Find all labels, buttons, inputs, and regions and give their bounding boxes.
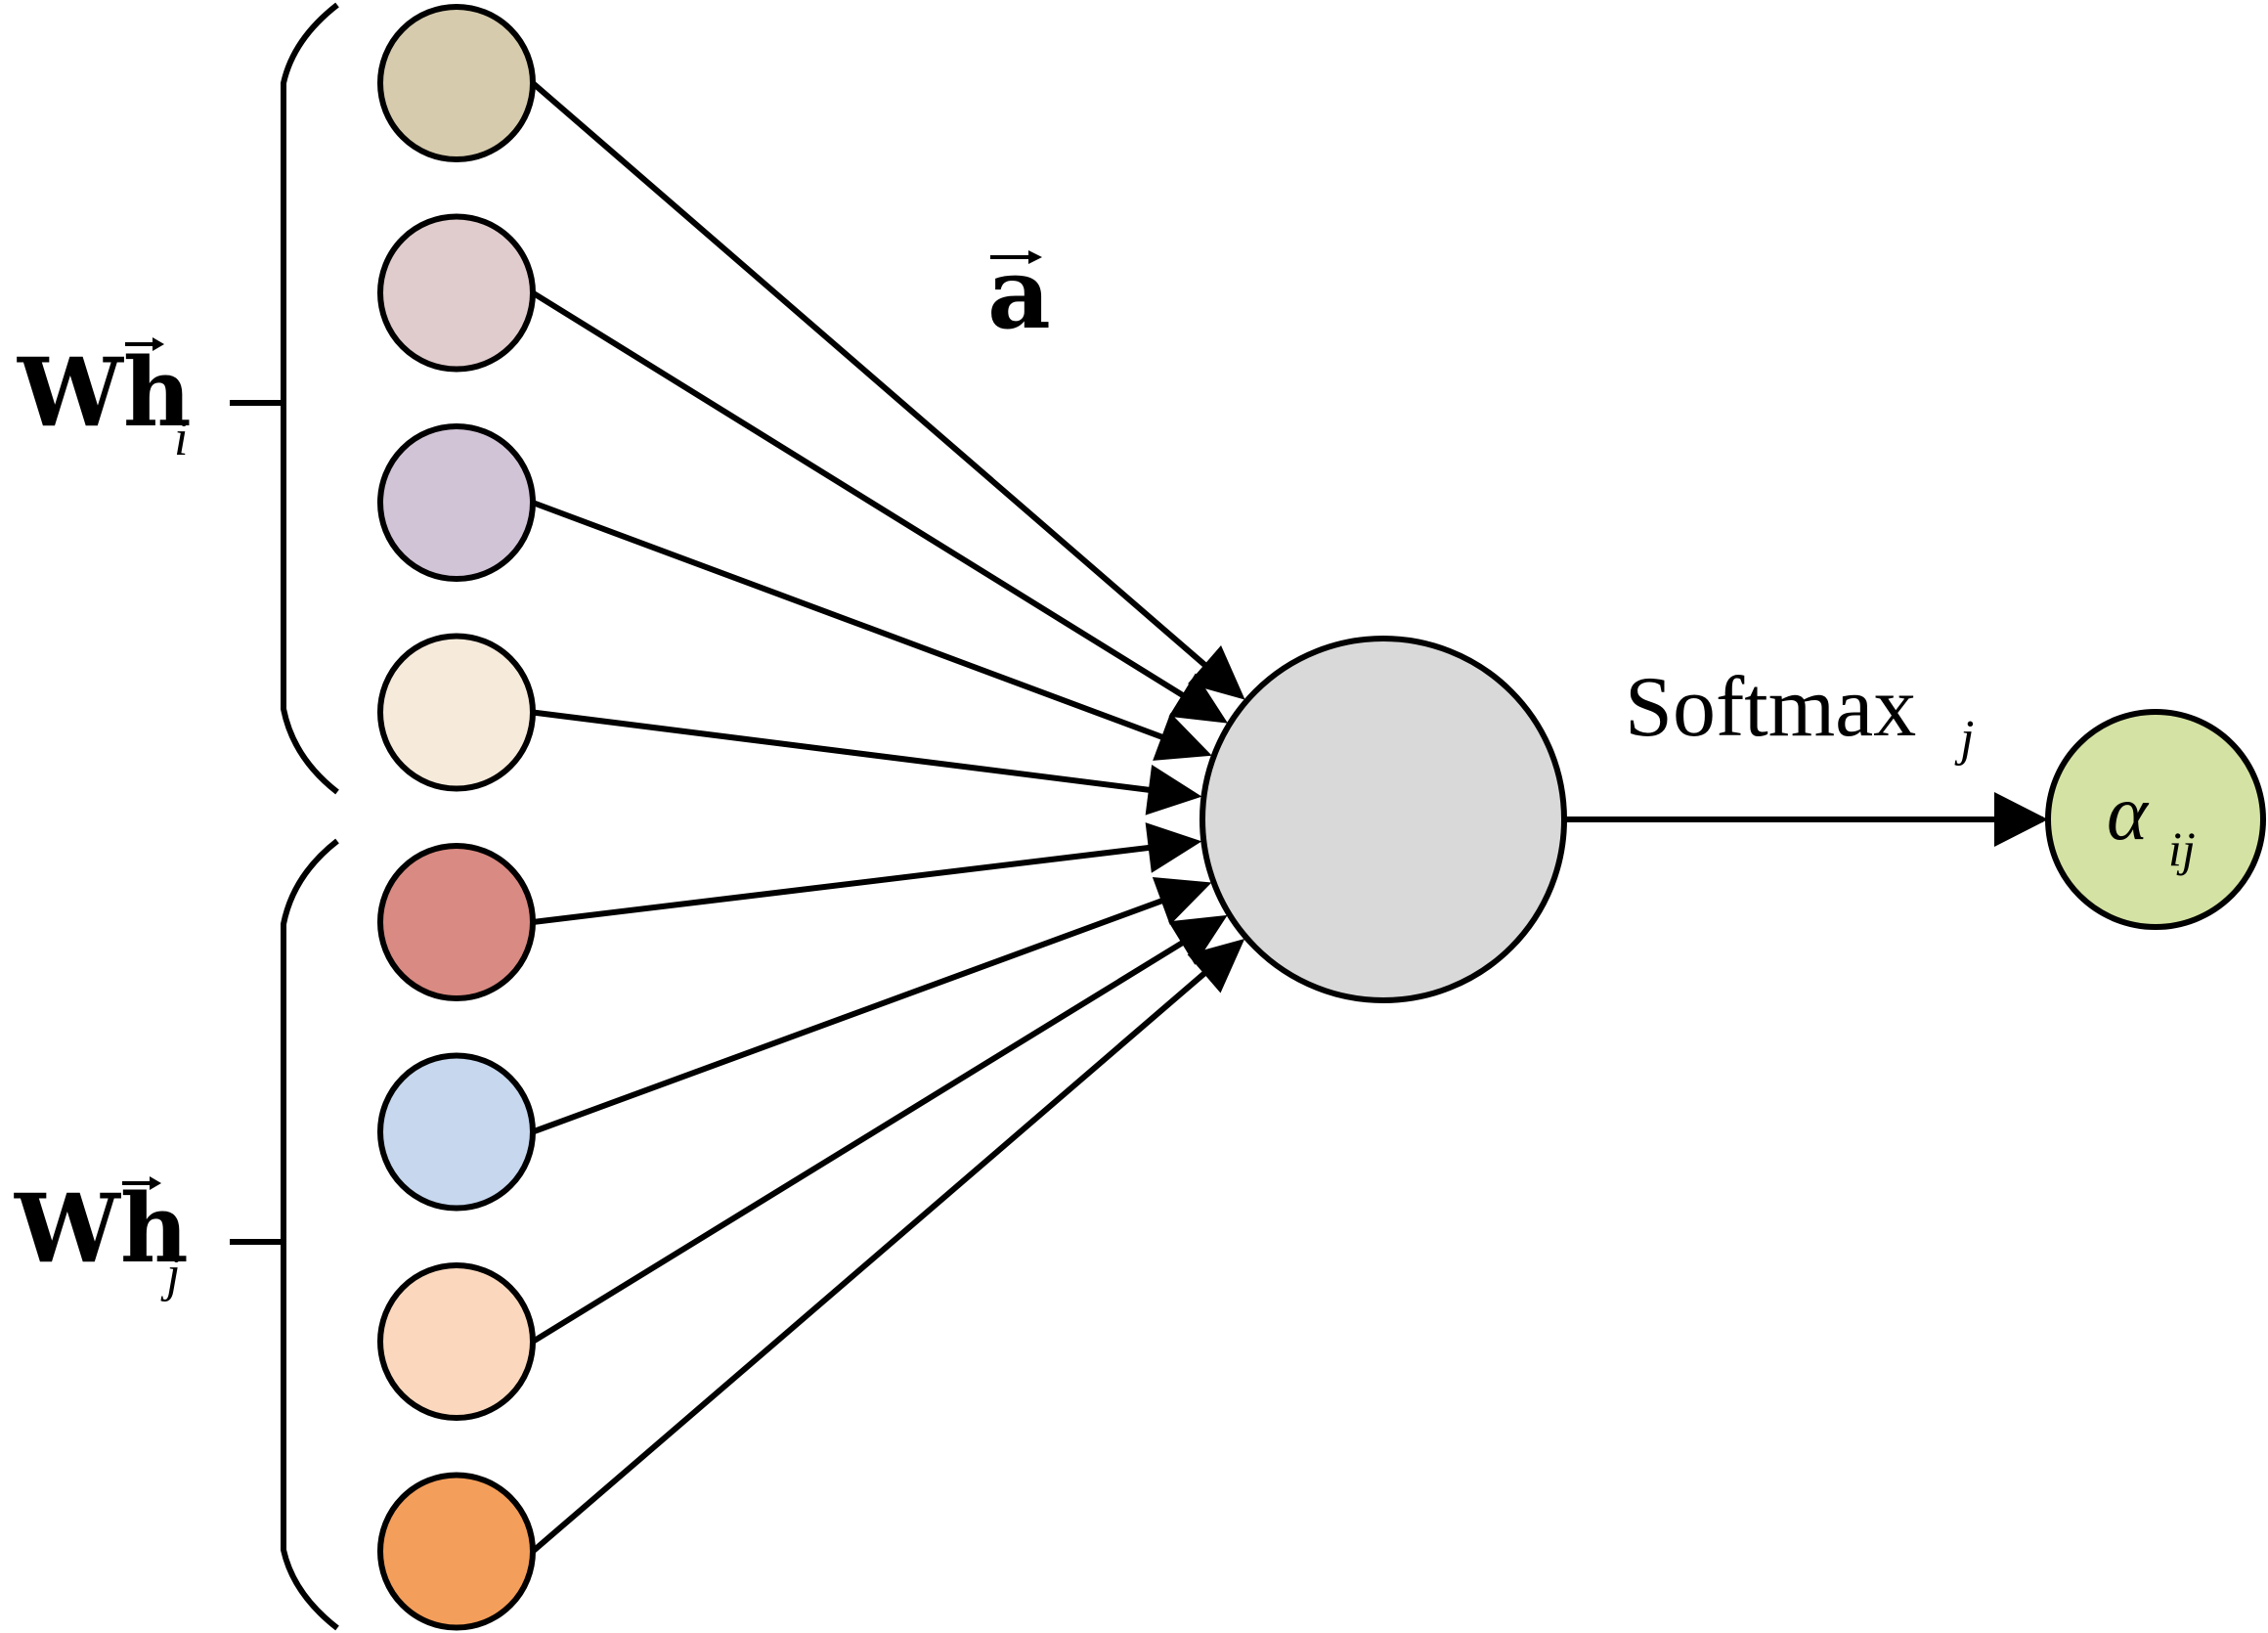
wh-i-subscript: i — [174, 411, 188, 466]
wh-i-vector-arrowhead — [153, 337, 164, 351]
input-node-4 — [377, 633, 536, 792]
edge-5 — [532, 843, 1163, 925]
input-node-1 — [377, 4, 536, 162]
input-node-2 — [377, 213, 536, 373]
wh-j-subscript: j — [160, 1247, 180, 1302]
input-node-6 — [377, 1052, 536, 1212]
wh-j-label: Wh — [14, 1173, 189, 1284]
softmax-label: Softmax — [1625, 660, 1916, 755]
input-node-3 — [377, 423, 536, 582]
input-node-8 — [377, 1472, 536, 1631]
edge-arrowhead-2 — [1168, 673, 1228, 724]
edge-arrowhead-6 — [1152, 877, 1212, 925]
edge-arrowhead-7 — [1168, 914, 1228, 965]
center-node — [1199, 636, 1567, 1003]
edges — [531, 80, 1245, 1554]
alpha-label: α — [2107, 771, 2150, 857]
edge-8 — [531, 961, 1217, 1554]
upper-brace — [281, 2, 339, 795]
softmax-subscript: j — [1954, 711, 1974, 767]
edge-7 — [531, 933, 1197, 1345]
edge-1 — [531, 80, 1218, 677]
edge-6 — [531, 893, 1176, 1135]
edge-arrowhead-8 — [1187, 938, 1245, 993]
alpha-subscript: ij — [2168, 821, 2196, 876]
wh-j-vector-arrowhead — [150, 1176, 161, 1190]
attention-vector-label: a — [987, 236, 1051, 351]
lower-brace — [281, 838, 339, 1631]
edge-3 — [531, 500, 1177, 745]
edge-2 — [531, 289, 1197, 706]
attention-vector-arrowhead — [1028, 250, 1042, 264]
input-node-7 — [377, 1262, 536, 1421]
edge-4 — [532, 709, 1164, 795]
edge-arrowhead-3 — [1153, 713, 1212, 761]
output-arrowhead — [1994, 792, 2048, 847]
output-node — [2045, 709, 2266, 930]
edge-arrowhead-5 — [1145, 822, 1202, 873]
input-nodes — [377, 4, 536, 1631]
input-node-5 — [377, 843, 536, 1001]
edge-arrowhead-4 — [1145, 764, 1202, 816]
wh-i-label: Wh — [17, 337, 192, 448]
